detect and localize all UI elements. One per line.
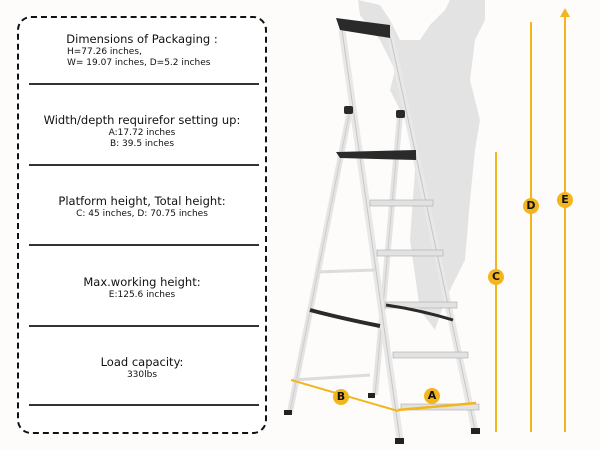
marker-e: E — [557, 192, 573, 208]
spec-value: H=77.26 inches, — [67, 47, 142, 57]
spec-title: Max.working height: — [83, 275, 201, 289]
arrow-up-icon — [560, 8, 570, 17]
spec-title: Load capacity: — [100, 355, 184, 369]
spec-value: W= 19.07 inches, D=5.2 inches — [67, 58, 211, 68]
spec-value: C: 45 inches, D: 70.75 inches — [76, 209, 208, 219]
divider — [29, 83, 259, 85]
spec-load-capacity: Load capacity: 330lbs — [19, 355, 265, 381]
divider — [29, 244, 259, 246]
marker-c: C — [488, 269, 504, 285]
spec-max-working-height: Max.working height: E:125.6 inches — [19, 275, 265, 301]
spec-title: Platform height, Total height: — [58, 194, 226, 208]
marker-a: A — [424, 388, 440, 404]
spec-title: Width/depth requirefor setting up: — [43, 113, 241, 127]
spec-platform-total-height: Platform height, Total height: C: 45 inc… — [19, 194, 265, 220]
divider — [29, 325, 259, 327]
marker-d: D — [523, 198, 539, 214]
spec-value: 330lbs — [126, 370, 158, 380]
spec-title: Dimensions of Packaging : — [66, 32, 218, 46]
spec-value: B: 39.5 inches — [109, 139, 175, 149]
spec-value: E:125.6 inches — [108, 290, 176, 300]
spec-packaging-dimensions: Dimensions of Packaging : H=77.26 inches… — [19, 32, 265, 69]
marker-b: B — [333, 389, 349, 405]
spec-setup-width-depth: Width/depth requirefor setting up: A:17.… — [19, 113, 265, 150]
divider — [29, 404, 259, 406]
ladder-drawing — [284, 0, 570, 444]
ladder-illustration: B A C D E — [270, 0, 600, 450]
specifications-panel: Dimensions of Packaging : H=77.26 inches… — [17, 16, 267, 434]
divider — [29, 164, 259, 166]
spec-value: A:17.72 inches — [108, 128, 176, 138]
